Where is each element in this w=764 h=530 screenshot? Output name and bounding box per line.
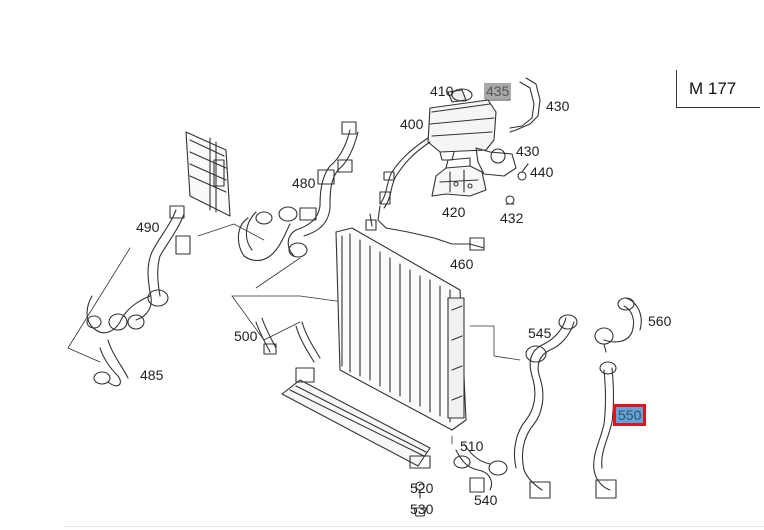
- expansion-tank-400: [427, 88, 497, 161]
- part-label-430-top[interactable]: 430: [546, 98, 570, 114]
- hose-545: [513, 314, 578, 499]
- hose-line-to-tank: [379, 137, 431, 209]
- hose-560: [594, 297, 642, 353]
- hose-490: [135, 205, 191, 321]
- part-label-550-selected[interactable]: 550: [612, 404, 647, 426]
- part-label-490[interactable]: 490: [136, 219, 160, 235]
- part-label-430-bottom[interactable]: 430: [516, 143, 540, 159]
- bracket-420: [431, 157, 487, 197]
- part-label-420[interactable]: 420: [442, 204, 466, 220]
- part-label-520[interactable]: 520: [410, 480, 434, 496]
- hose-plumbing-mid: [237, 206, 317, 262]
- part-label-460[interactable]: 460: [450, 256, 474, 272]
- part-label-440[interactable]: 440: [530, 164, 554, 180]
- tank-cap-410: [451, 88, 473, 102]
- model-code-label: M 177: [689, 78, 737, 98]
- part-label-540[interactable]: 540: [474, 492, 498, 508]
- condenser-520: [281, 367, 431, 517]
- part-label-410[interactable]: 410: [430, 83, 454, 99]
- hose-485: [86, 295, 151, 387]
- part-label-530[interactable]: 530: [410, 501, 434, 517]
- hose-550: [593, 361, 617, 499]
- part-label-510[interactable]: 510: [460, 438, 484, 454]
- part-label-480[interactable]: 480: [292, 175, 316, 191]
- part-label-545[interactable]: 545: [528, 325, 552, 341]
- sensor-harness-460: [365, 191, 485, 251]
- auxiliary-cooler-left: [185, 131, 231, 217]
- part-label-500[interactable]: 500: [234, 328, 258, 344]
- hose-500: [255, 317, 321, 363]
- part-label-432[interactable]: 432: [500, 210, 524, 226]
- radiator-510: [335, 227, 467, 431]
- part-label-485[interactable]: 485: [140, 367, 164, 383]
- part-label-400[interactable]: 400: [400, 116, 424, 132]
- part-label-560[interactable]: 560: [648, 313, 672, 329]
- bottom-divider: [64, 526, 764, 527]
- hose-540: [453, 443, 508, 493]
- part-label-435[interactable]: 435: [484, 83, 512, 99]
- model-code-box: M 177: [676, 70, 760, 108]
- hose-480: [287, 121, 359, 258]
